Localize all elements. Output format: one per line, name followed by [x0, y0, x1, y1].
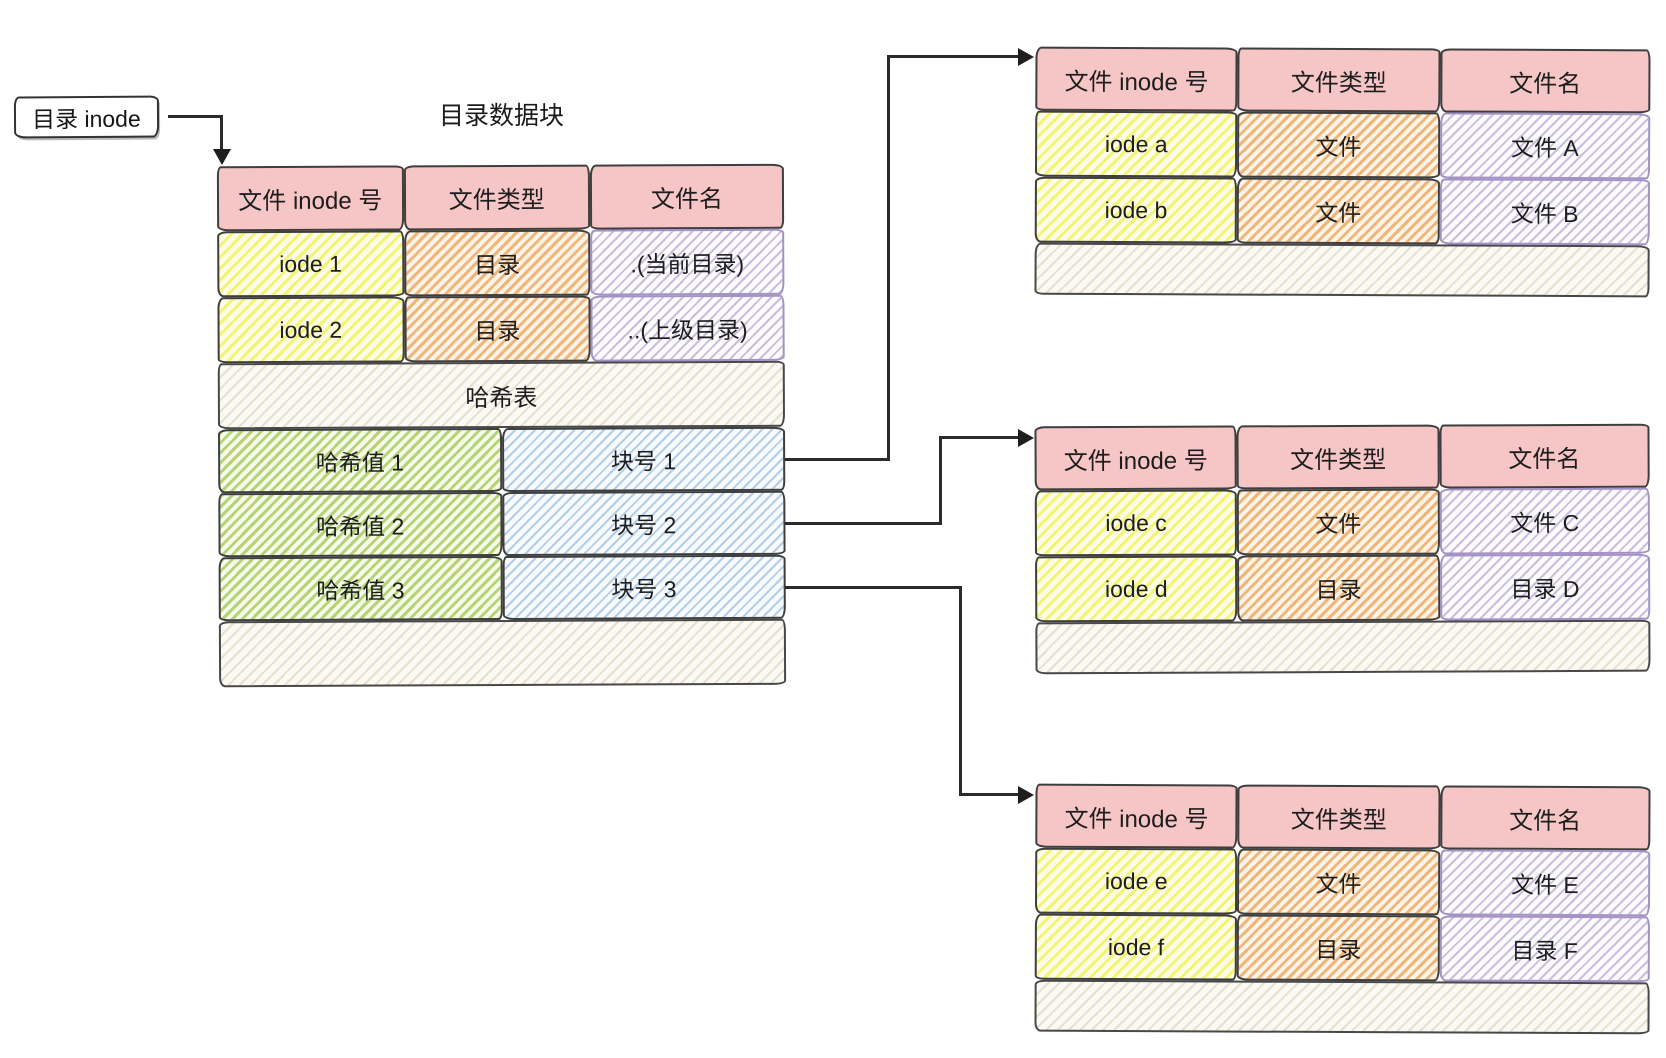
type-cell: 文件 — [1237, 848, 1440, 916]
table-header-row: 文件 inode 号 文件类型 文件名 — [1035, 46, 1651, 114]
arrow-segment — [220, 115, 223, 151]
table-row: iode d 目录 目录 D — [1035, 553, 1651, 623]
arrow-segment — [939, 436, 942, 525]
inode-cell: iode a — [1034, 110, 1238, 178]
table-header-row: 文件 inode 号 文件类型 文件名 — [1035, 783, 1651, 851]
header-file-name: 文件名 — [1439, 48, 1651, 114]
arrow-segment — [887, 55, 1019, 58]
name-cell: 文件 C — [1439, 487, 1651, 555]
header-file-name: 文件名 — [1439, 785, 1651, 851]
inode-cell: iode d — [1035, 555, 1238, 623]
type-cell: 目录 — [1236, 914, 1440, 982]
empty-band — [1034, 242, 1650, 298]
type-cell: 目录 — [403, 229, 591, 297]
empty-band — [1035, 619, 1651, 675]
type-cell: 文件 — [1237, 111, 1440, 179]
directory-data-block-title: 目录数据块 — [438, 102, 564, 130]
block-number-cell: 块号 3 — [502, 554, 786, 620]
header-file-type: 文件类型 — [403, 164, 591, 231]
name-cell: 文件 E — [1439, 849, 1651, 917]
arrow-segment — [785, 522, 942, 525]
header-file-name: 文件名 — [1439, 423, 1650, 489]
arrowhead-icon — [1018, 786, 1034, 804]
block-number-cell: 块号 1 — [501, 426, 786, 492]
name-cell: 目录 F — [1439, 915, 1650, 983]
hash-value-cell: 哈希值 3 — [218, 555, 503, 622]
table-row: iode c 文件 文件 C — [1034, 487, 1651, 557]
header-file-type: 文件类型 — [1237, 784, 1441, 850]
table-row: iode f 目录 目录 F — [1034, 913, 1650, 983]
table-row: iode 2 目录 ..(上级目录) — [217, 294, 785, 364]
arrowhead-icon — [1018, 429, 1034, 447]
arrow-segment — [785, 458, 890, 461]
inode-cell: iode 2 — [217, 296, 405, 364]
arrow-segment — [168, 115, 223, 118]
arrowhead-icon — [1018, 48, 1034, 66]
header-file-inode: 文件 inode 号 — [1035, 46, 1238, 112]
inode-cell: iode f — [1034, 913, 1238, 981]
type-cell: 文件 — [1237, 488, 1440, 556]
header-file-name: 文件名 — [589, 163, 785, 230]
header-file-inode: 文件 inode 号 — [1034, 425, 1238, 491]
arrow-segment — [785, 586, 962, 589]
hash-row: 哈希值 1 块号 1 — [218, 426, 786, 494]
name-cell: 目录 D — [1439, 553, 1651, 621]
hash-row: 哈希值 2 块号 2 — [218, 490, 786, 558]
block-number-cell: 块号 2 — [501, 490, 786, 556]
header-file-type: 文件类型 — [1237, 47, 1441, 113]
empty-band — [218, 618, 787, 688]
table-header-row: 文件 inode 号 文件类型 文件名 — [216, 163, 785, 232]
arrow-segment — [959, 586, 962, 796]
hash-value-cell: 哈希值 2 — [218, 491, 503, 558]
inode-cell: iode c — [1034, 489, 1238, 557]
type-cell: 目录 — [1237, 554, 1440, 622]
inode-cell: iode b — [1034, 176, 1238, 244]
block-table-3: 文件 inode 号 文件类型 文件名 iode e 文件 文件 E iode … — [1034, 783, 1651, 1035]
header-file-inode: 文件 inode 号 — [216, 165, 404, 232]
hash-table-title: 哈希表 — [217, 360, 786, 430]
directory-inode-label: 目录 inode — [13, 95, 159, 139]
inode-cell: iode 1 — [217, 230, 404, 298]
name-cell: .(当前目录) — [590, 228, 785, 296]
hash-row: 哈希值 3 块号 3 — [218, 554, 786, 622]
name-cell: 文件 A — [1439, 112, 1651, 180]
name-cell: 文件 B — [1439, 178, 1650, 246]
arrow-segment — [939, 436, 1019, 439]
header-file-type: 文件类型 — [1236, 424, 1440, 490]
directory-data-block-table: 文件 inode 号 文件类型 文件名 iode 1 目录 .(当前目录) io… — [216, 163, 787, 688]
name-cell: ..(上级目录) — [590, 294, 785, 362]
hash-value-cell: 哈希值 1 — [218, 427, 502, 494]
table-row: iode e 文件 文件 E — [1034, 847, 1651, 917]
block-table-1: 文件 inode 号 文件类型 文件名 iode a 文件 文件 A iode … — [1034, 46, 1651, 298]
header-file-inode: 文件 inode 号 — [1035, 783, 1238, 849]
type-cell: 文件 — [1236, 177, 1440, 245]
type-cell: 目录 — [403, 295, 591, 363]
table-row: iode a 文件 文件 A — [1034, 110, 1651, 180]
table-row: iode 1 目录 .(当前目录) — [217, 228, 785, 298]
table-header-row: 文件 inode 号 文件类型 文件名 — [1034, 423, 1650, 491]
arrow-segment — [887, 55, 890, 461]
empty-band — [1034, 979, 1650, 1035]
arrow-segment — [959, 793, 1019, 796]
block-table-2: 文件 inode 号 文件类型 文件名 iode c 文件 文件 C iode … — [1034, 423, 1651, 675]
inode-cell: iode e — [1034, 847, 1238, 915]
table-row: iode b 文件 文件 B — [1034, 176, 1650, 246]
arrowhead-icon — [213, 149, 231, 165]
